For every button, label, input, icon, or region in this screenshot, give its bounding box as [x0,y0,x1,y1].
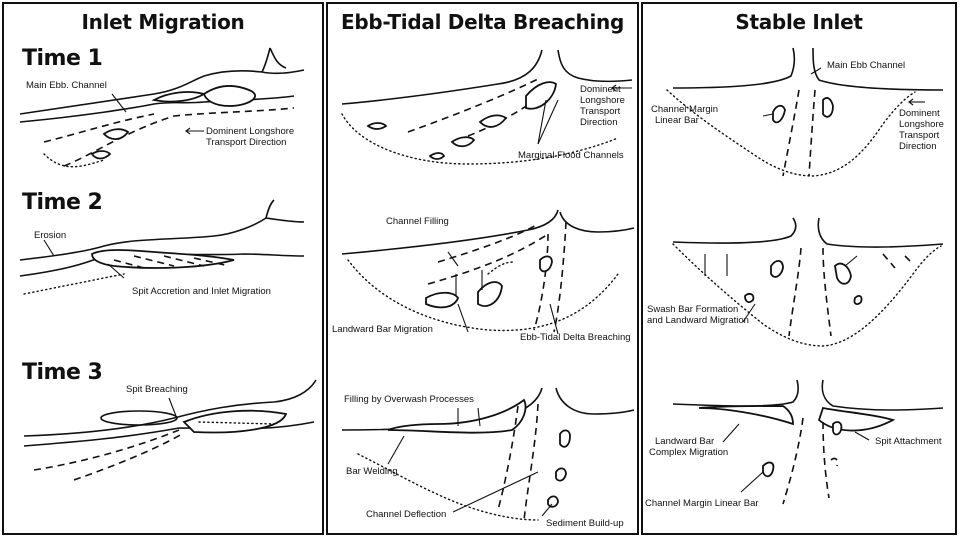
time-3-label: Time 3 [22,360,102,385]
swash-bar-label-line2: and Landward Migration [647,315,749,326]
channel-margin-label-line1: Channel Margin [651,104,718,115]
spit-attachment-label: Spit Attachment [875,436,942,447]
longshore-label-line4: Direction [580,117,618,128]
time-1-label: Time 1 [22,46,102,71]
longshore-label-line1: Dominent [899,108,940,119]
landward-bar-migration-label: Landward Bar Migration [332,324,433,335]
panel-stable-inlet: Stable Inlet [641,2,957,535]
sediment-buildup-label: Sediment Build-up [546,518,624,529]
channel-deflection-label: Channel Deflection [366,509,446,520]
filling-overwash-label: Filling by Overwash Processes [344,394,474,405]
landward-complex-label-line2: Complex Migration [649,447,728,458]
main-ebb-channel-label: Main Ebb Channel [827,60,905,71]
longshore-label-line3: Transport [580,106,620,117]
longshore-label-line4: Direction [899,141,937,152]
bar-welding-label: Bar Welding [346,466,398,477]
spit-accretion-label: Spit Accretion and Inlet Migration [132,286,271,297]
time-2-label: Time 2 [22,190,102,215]
spit-breaching-label: Spit Breaching [126,384,188,395]
longshore-label-line2: Transport Direction [206,137,286,148]
landward-complex-label-line1: Landward Bar [655,436,714,447]
longshore-label-line1: Dominent Longshore [206,126,294,137]
longshore-label-line3: Transport [899,130,939,141]
longshore-label-line2: Longshore [580,95,625,106]
panel-ebb-tidal-delta-breaching: Ebb-Tidal Delta Breaching [326,2,639,535]
channel-margin-linear-bar-label: Channel Margin Linear Bar [645,498,759,509]
erosion-label: Erosion [34,230,66,241]
marginal-flood-channels-label: Marginal Flood Channels [518,150,624,161]
ebb-delta-breaching-label: Ebb-Tidal Delta Breaching [520,332,631,343]
panel-inlet-migration: Inlet Migration [2,2,324,535]
longshore-label-line2: Longshore [899,119,944,130]
channel-margin-label-line2: Linear Bar [655,115,699,126]
swash-bar-label-line1: Swash Bar Formation [647,304,738,315]
channel-filling-label: Channel Filling [386,216,449,227]
longshore-label-line1: Dominent [580,84,621,95]
main-ebb-channel-label: Main Ebb. Channel [26,80,107,91]
